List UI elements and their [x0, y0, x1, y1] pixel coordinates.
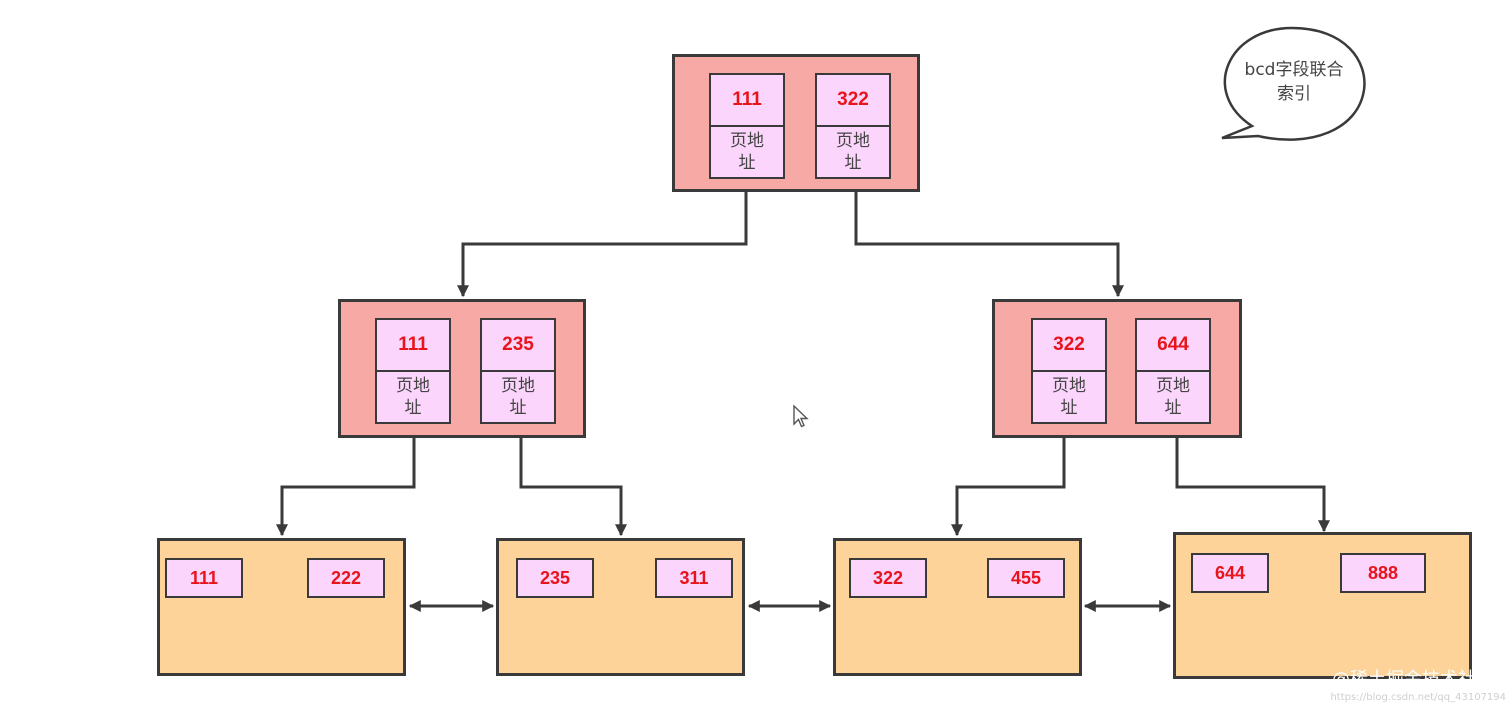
edge-left-to-leaf-1 [276, 438, 416, 537]
key-value: 235 [480, 318, 556, 372]
leaf-node-4: 644 888 [1173, 532, 1472, 679]
leaf-2-key-1: 235 [516, 558, 594, 598]
leaf-2-key-2: 311 [655, 558, 733, 598]
edge-right-to-leaf-3 [951, 438, 1066, 537]
key-value: 322 [1031, 318, 1107, 372]
page-address-label: 页地址 [1135, 370, 1211, 424]
internal-left-key-2: 235 页地址 [480, 318, 556, 424]
key-value: 322 [815, 73, 891, 127]
callout-line-2: 索引 [1277, 84, 1311, 104]
key-value: 111 [709, 73, 785, 127]
leaf-node-2: 235 311 [496, 538, 745, 676]
internal-left-key-1: 111 页地址 [375, 318, 451, 424]
leaf-node-3: 322 455 [833, 538, 1082, 676]
edge-root-to-right [854, 192, 1124, 298]
root-node: 111 页地址 322 页地址 [672, 54, 920, 192]
leaf-node-1: 111 222 [157, 538, 406, 676]
mouse-cursor-icon [793, 404, 809, 428]
key-value: 644 [1135, 318, 1211, 372]
internal-right-key-1: 322 页地址 [1031, 318, 1107, 424]
watermark-text: @稀土掘金技术社区 [1332, 669, 1494, 690]
key-value: 111 [375, 318, 451, 372]
callout-bubble [1221, 26, 1366, 141]
page-address-label: 页地址 [1031, 370, 1107, 424]
leaf-4-key-2: 888 [1340, 553, 1426, 593]
leaf-1-key-2: 222 [307, 558, 385, 598]
page-address-label: 页地址 [815, 125, 891, 179]
page-address-label: 页地址 [480, 370, 556, 424]
page-address-label: 页地址 [375, 370, 451, 424]
page-address-label: 页地址 [709, 125, 785, 179]
leaf-3-key-2: 455 [987, 558, 1065, 598]
edge-right-to-leaf-4 [1175, 438, 1330, 533]
callout-line-1: bcd字段联合 [1244, 60, 1344, 80]
internal-node-right: 322 页地址 644 页地址 [992, 299, 1242, 438]
internal-right-key-2: 644 页地址 [1135, 318, 1211, 424]
leaf-1-key-1: 111 [165, 558, 243, 598]
leaf-3-key-1: 322 [849, 558, 927, 598]
root-key-2: 322 页地址 [815, 73, 891, 179]
edge-root-to-left [457, 192, 748, 298]
callout-text: bcd字段联合 索引 [1228, 58, 1360, 106]
watermark-url: https://blog.csdn.net/qq_43107194 [1330, 692, 1506, 703]
internal-node-left: 111 页地址 235 页地址 [338, 299, 586, 438]
leaf-4-key-1: 644 [1191, 553, 1269, 593]
root-key-1: 111 页地址 [709, 73, 785, 179]
edge-left-to-leaf-2 [519, 438, 627, 537]
